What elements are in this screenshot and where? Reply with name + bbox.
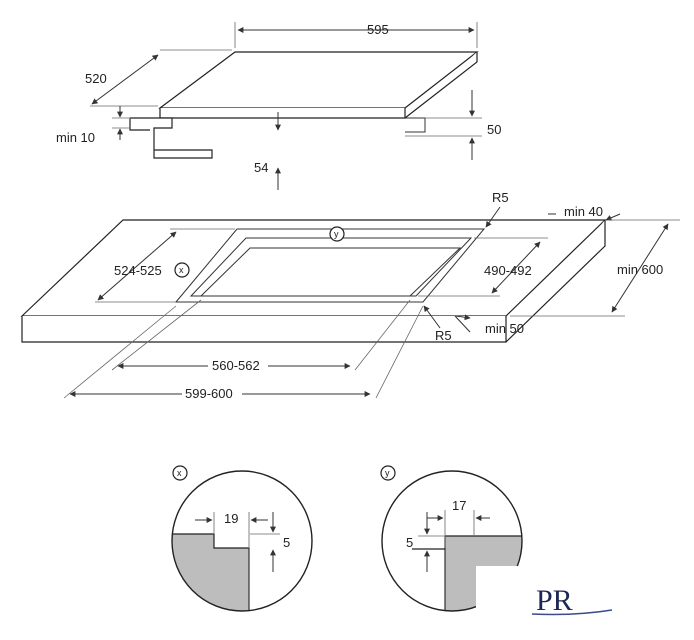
detail-y-marker <box>380 465 396 481</box>
dim-490-492-label: 490-492 <box>484 263 532 278</box>
marker-y-label: y <box>334 229 339 239</box>
detail-y-circle <box>381 470 523 612</box>
min600-line <box>611 223 669 313</box>
cutout-outer <box>174 228 486 303</box>
worktop-front <box>21 316 507 343</box>
hob-body-right <box>405 117 426 133</box>
hob-drawing: 595 520 min 10 54 50 <box>56 22 501 190</box>
marker-y-circle <box>329 226 345 242</box>
marker-x-circle <box>174 262 190 278</box>
min40-label: min 40 <box>564 204 603 219</box>
detail-x: x 19 5 <box>171 465 313 612</box>
logo-swoosh <box>531 609 613 616</box>
worktop-side <box>505 220 606 343</box>
detail-x-circle <box>171 470 313 612</box>
detail-x-width: 19 <box>224 511 238 526</box>
dim-min10-label: min 10 <box>56 130 95 145</box>
cutout-inner-step <box>200 247 462 297</box>
min50-label: min 50 <box>485 321 524 336</box>
brand-logo: PR <box>476 566 626 626</box>
cutout-drawing: y R5 min 40 min 600 490-492 524-525 x R5… <box>20 190 680 401</box>
logo-text: PR <box>536 584 573 617</box>
worktop-profile <box>130 117 213 159</box>
detail-y: y 17 5 <box>380 465 523 612</box>
r5-bottom-label: R5 <box>435 328 452 343</box>
detail-y-marker-label: y <box>385 468 390 478</box>
dim-50-label: 50 <box>487 122 501 137</box>
dim-599-600-label: 599-600 <box>185 386 233 401</box>
hob-front-edge <box>159 108 406 119</box>
detail-y-width: 17 <box>452 498 466 513</box>
dim-560-562-label: 560-562 <box>212 358 260 373</box>
worktop-profile-step <box>129 118 150 131</box>
dim-595-label: 595 <box>367 22 389 37</box>
marker-x-label: x <box>179 265 184 275</box>
r5-top-label: R5 <box>492 190 509 205</box>
hob-side-edge <box>404 52 478 119</box>
dim-54-label: 54 <box>254 160 268 175</box>
dim-520-line <box>91 54 159 105</box>
detail-x-marker <box>172 465 188 481</box>
min600-label: min 600 <box>617 262 663 277</box>
detail-x-step: 5 <box>283 535 290 550</box>
cutout-inner <box>189 237 473 297</box>
detail-y-step: 5 <box>406 535 413 550</box>
detail-x-marker-label: x <box>177 468 182 478</box>
dim-520-label: 520 <box>85 71 107 86</box>
dim-524-525-label: 524-525 <box>114 263 162 278</box>
